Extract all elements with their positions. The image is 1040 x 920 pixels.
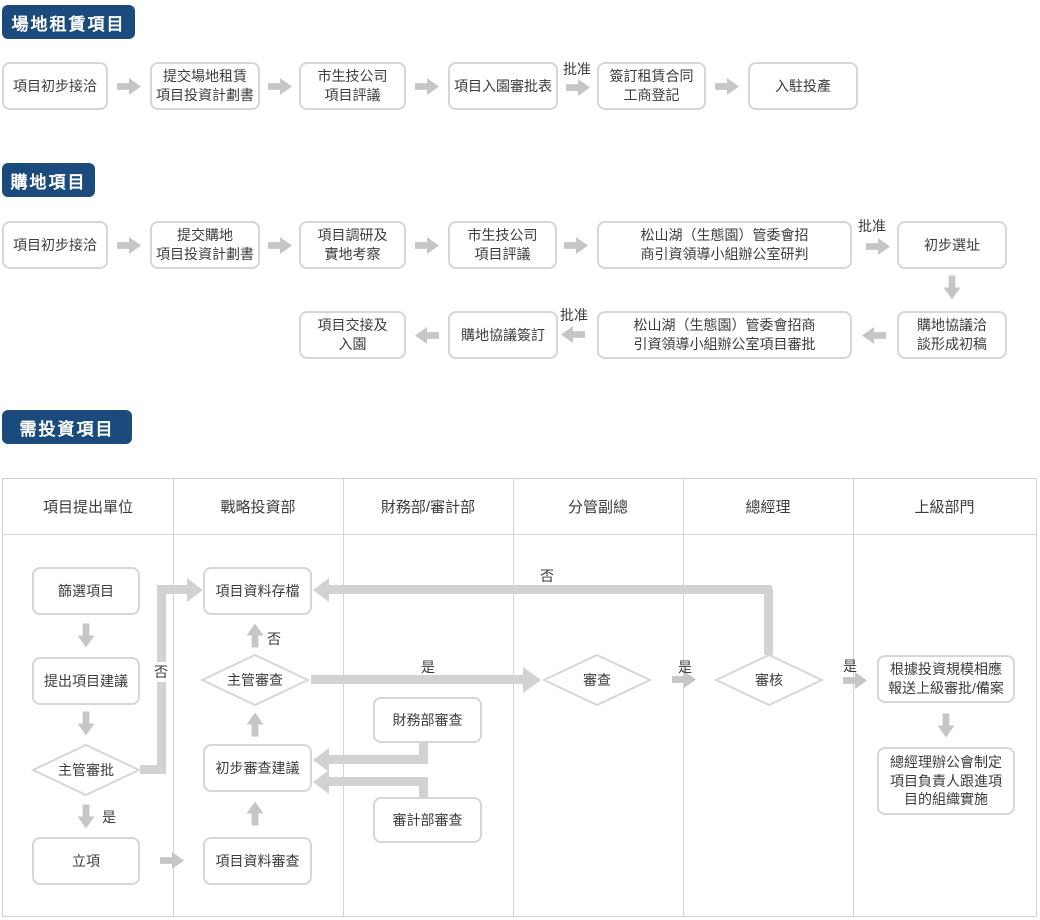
lane-header-proposing-unit: 項目提出單位 [42, 499, 133, 516]
lane-divider [513, 479, 514, 916]
yes-label: 是 [102, 809, 116, 825]
lane-header-finance-audit: 財務部/審計部 [380, 499, 476, 516]
node-purchase-research-visit: 項目調研及 實地考察 [299, 221, 406, 269]
lane-header-divider [3, 534, 1036, 535]
node-purchase-handover-entry: 項目交接及 入園 [299, 311, 406, 359]
decision-label: 審查 [583, 672, 611, 688]
arrow-left-icon [862, 327, 886, 344]
node-propose-project: 提出項目建議 [32, 657, 140, 705]
approve-label: 批准 [563, 61, 591, 77]
connector-line [140, 765, 166, 774]
node-purchase-submit-plan: 提交購地 項目投資計劃書 [150, 221, 260, 269]
no-label: 否 [267, 631, 281, 647]
arrowhead-left-icon [313, 770, 329, 794]
arrow-down-icon [944, 276, 961, 300]
node-preliminary-review-advice: 初步審查建議 [203, 744, 312, 792]
arrowhead-right-icon [187, 578, 203, 602]
arrow-right-icon [564, 237, 588, 254]
arrow-right-icon [415, 237, 439, 254]
node-purchase-committee-approval: 松山湖（生態園）管委會招商 引資領導小組辦公室項目審批 [597, 311, 852, 359]
lane-header-strategy-dept: 戰略投資部 [220, 499, 296, 516]
lane-header-gm: 總經理 [745, 499, 791, 516]
decision-label: 主管審查 [227, 672, 283, 688]
arrow-right-icon [268, 78, 292, 95]
node-rental-entry-approval-form: 項目入園審批表 [448, 62, 558, 110]
node-purchase-agreement-draft: 購地協議洽 談形成初稿 [897, 311, 1007, 359]
arrow-right-icon [117, 237, 141, 254]
node-purchase-committee-study: 松山湖（生態園）管委會招 商引資領導小組辦公室研判 [597, 221, 852, 269]
node-rental-company-evaluation: 市生技公司 項目評議 [299, 62, 406, 110]
node-material-review: 項目資料審查 [203, 837, 312, 885]
no-label: 否 [540, 568, 554, 584]
arrow-right-icon [715, 78, 739, 95]
connector-line [419, 741, 428, 764]
node-purchase-initial-contact: 項目初步接洽 [2, 221, 108, 269]
decision-verify: 審核 [714, 654, 824, 706]
lane-divider [343, 479, 344, 916]
node-report-to-superior: 根據投資規模相應 報送上級審批/備案 [877, 655, 1015, 703]
arrow-right-icon [866, 238, 890, 255]
arrow-right-icon [268, 237, 292, 254]
diamond-shape-icon [31, 744, 141, 796]
node-organize-implementation: 總經理辦公會制定 項目負責人跟進項 目的組織實施 [877, 747, 1015, 815]
connector-line [311, 675, 523, 684]
arrowhead-left-icon [313, 578, 329, 602]
connector-line [419, 781, 428, 798]
node-establish-project: 立項 [32, 837, 140, 885]
yes-label: 是 [678, 659, 692, 675]
lane-divider [173, 479, 174, 916]
diamond-shape-icon [714, 654, 824, 706]
arrow-right-icon [117, 78, 141, 95]
arrowhead-left-icon [313, 748, 329, 772]
lane-header-deputy-gm: 分管副總 [567, 499, 628, 516]
approve-label: 批准 [560, 307, 588, 323]
section-investment-badge: 需投資項目 [2, 410, 132, 444]
connector-line [764, 589, 773, 655]
section-purchase-badge: 購地項目 [2, 163, 95, 197]
node-rental-sign-contract: 簽訂租賃合同 工商登記 [597, 62, 706, 110]
node-audit-review: 審計部審查 [373, 797, 482, 843]
connector-line [157, 585, 188, 594]
approve-label: 批准 [858, 218, 886, 234]
diamond-shape-icon [200, 654, 310, 706]
node-rental-move-in: 入駐投產 [748, 62, 858, 110]
decision-supervisor-approval: 主管審批 [31, 744, 141, 796]
lane-divider [853, 479, 854, 916]
node-rental-initial-contact: 項目初步接洽 [2, 62, 108, 110]
swimlane-table: 項目提出單位 戰略投資部 財務部/審計部 分管副總 總經理 上級部門 [2, 478, 1037, 917]
arrow-left-icon [561, 326, 585, 343]
arrow-right-icon [566, 79, 590, 96]
yes-label: 是 [843, 658, 857, 674]
arrow-left-icon [415, 327, 439, 344]
node-purchase-site-selection: 初步選址 [897, 221, 1007, 269]
lane-divider [683, 479, 684, 916]
section-rental-badge: 場地租賃項目 [2, 5, 135, 39]
connector-line [327, 777, 428, 786]
arrowhead-right-icon [523, 667, 541, 693]
arrow-right-icon [415, 78, 439, 95]
connector-line [326, 585, 772, 594]
decision-label: 主管審批 [58, 762, 114, 778]
node-screen-projects: 篩選項目 [32, 567, 140, 615]
node-purchase-company-evaluation: 市生技公司 項目評議 [448, 221, 557, 269]
no-label: 否 [153, 662, 169, 682]
node-finance-review: 財務部審查 [373, 697, 482, 743]
lane-header-superior-dept: 上級部門 [914, 499, 975, 516]
decision-supervisor-review: 主管審查 [200, 654, 310, 706]
yes-label: 是 [421, 659, 435, 675]
node-rental-submit-plan: 提交場地租賃 項目投資計劃書 [150, 62, 260, 110]
node-purchase-sign-agreement: 購地協議簽訂 [448, 311, 558, 359]
decision-label: 審核 [755, 672, 783, 688]
decision-review: 審查 [542, 654, 652, 706]
connector-line [327, 755, 428, 764]
node-archive-materials: 項目資料存檔 [203, 567, 312, 615]
diamond-shape-icon [542, 654, 652, 706]
